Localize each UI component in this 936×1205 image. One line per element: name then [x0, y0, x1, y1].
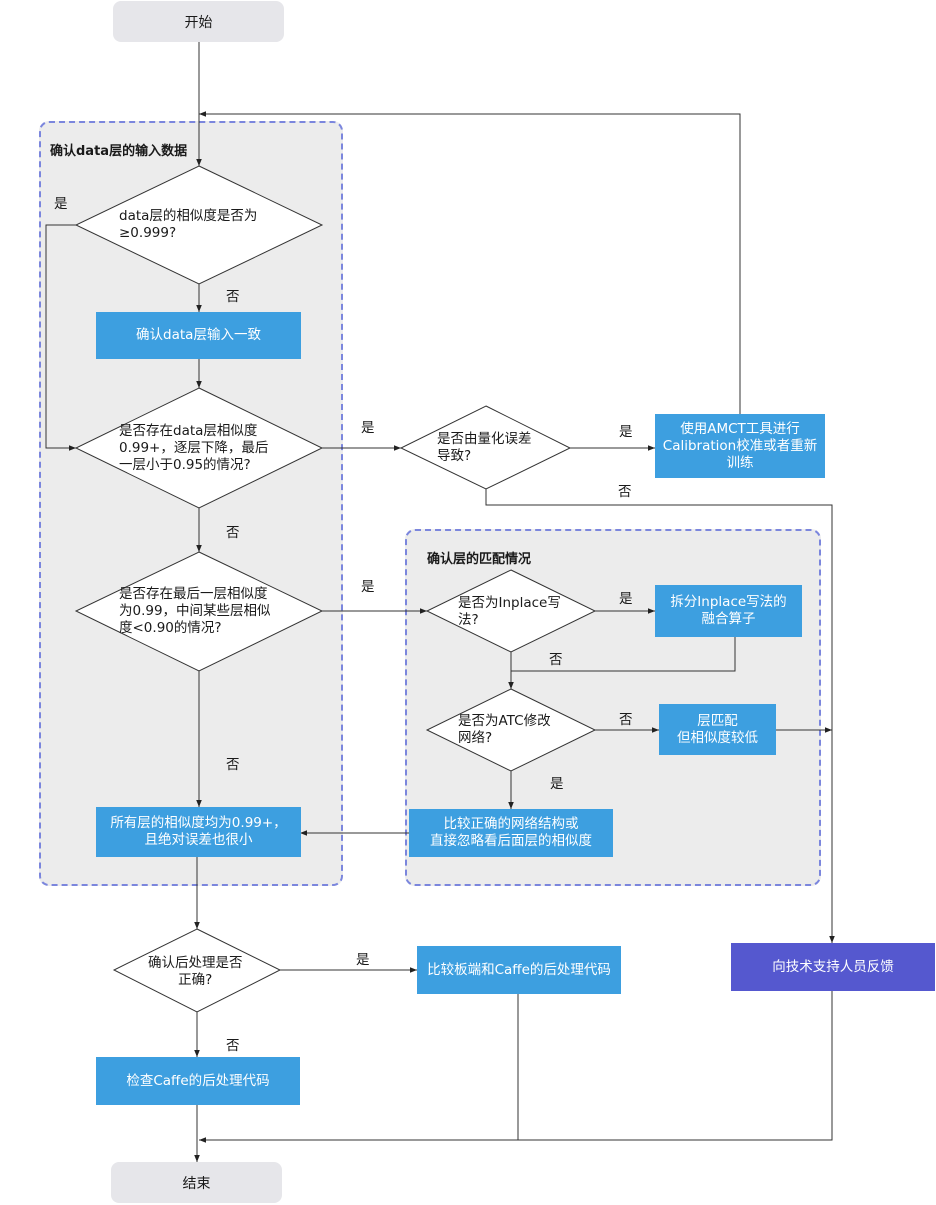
end-terminal: 结束 [111, 1162, 282, 1203]
decision-d6-text: 是否为ATC修改 网络? [458, 713, 551, 746]
decision-diamond-d2 [74, 387, 324, 509]
label-d3-no: 否 [226, 757, 240, 773]
process-contact-support: 向技术支持人员反馈 [731, 943, 935, 991]
process-check-caffe-postprocess: 检查Caffe的后处理代码 [96, 1057, 300, 1105]
process-compare-network-structure: 比较正确的网络结构或 直接忽略看后面层的相似度 [409, 809, 613, 857]
decision-d5-text: 是否为Inplace写 法? [458, 595, 561, 628]
label-d3-yes: 是 [361, 579, 375, 595]
decision-diamond-d4 [399, 405, 572, 490]
process-confirm-data-input: 确认data层输入一致 [96, 312, 301, 359]
decision-diamond-d1 [74, 165, 324, 285]
arrow-p3-to-merge [511, 637, 736, 672]
label-d1-no: 否 [226, 289, 240, 305]
label-d6-no: 否 [619, 712, 633, 728]
label-d4-yes: 是 [619, 424, 633, 440]
arrow-support-to-end-merge [199, 991, 833, 1143]
decision-d7-text: 确认后处理是否 正确? [148, 955, 243, 988]
label-d2-yes: 是 [361, 420, 375, 436]
process-split-inplace: 拆分Inplace写法的 融合算子 [655, 585, 802, 637]
decision-d2-text: 是否存在data层相似度 0.99+，逐层下降，最后 一层小于0.95的情况? [119, 423, 269, 473]
label-d5-yes: 是 [619, 591, 633, 607]
layer-match-group-title: 确认层的匹配情况 [427, 552, 532, 567]
decision-diamond-d5 [425, 569, 597, 653]
arrow-d1-yes-to-d2 [45, 224, 76, 451]
label-d6-yes: 是 [550, 776, 564, 792]
label-d4-no: 否 [618, 484, 632, 500]
arrow-amct-loop-back [199, 111, 741, 414]
process-layer-match-low-similarity: 层匹配 但相似度较低 [659, 704, 776, 755]
label-d5-no: 否 [549, 652, 563, 668]
decision-diamond-d7 [112, 928, 282, 1013]
label-d7-yes: 是 [356, 952, 370, 968]
decision-d3-text: 是否存在最后一层相似度 为0.99，中间某些层相似 度<0.90的情况? [119, 586, 271, 636]
label-d1-yes: 是 [54, 196, 68, 212]
decision-diamond-d3 [74, 551, 324, 672]
label-d7-no: 否 [226, 1038, 240, 1054]
arrow-d4-no-to-support [485, 489, 835, 943]
process-amct-calibration: 使用AMCT工具进行 Calibration校准或者重新 训练 [655, 414, 825, 478]
decision-d4-text: 是否由量化误差 导致? [437, 431, 532, 464]
process-all-layers-similar: 所有层的相似度均为0.99+， 且绝对误差也很小 [96, 807, 301, 857]
decision-d1-text: data层的相似度是否为 ≥0.999? [119, 208, 258, 241]
data-layer-group-title: 确认data层的输入数据 [50, 144, 188, 159]
start-terminal: 开始 [113, 1, 284, 42]
decision-diamond-d6 [425, 688, 597, 772]
process-compare-postprocess-code: 比较板端和Caffe的后处理代码 [417, 946, 621, 994]
label-d2-no: 否 [226, 525, 240, 541]
